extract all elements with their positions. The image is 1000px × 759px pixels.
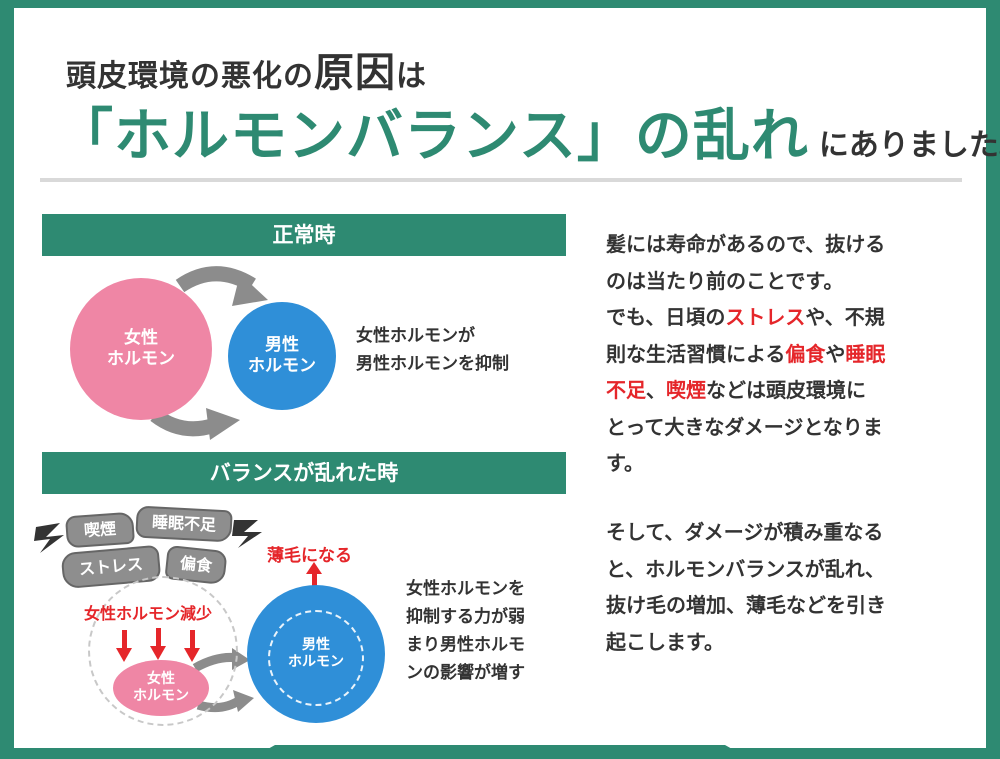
- up-arrow-head: [306, 562, 322, 574]
- headline-cause: 原因: [314, 50, 396, 96]
- explanation-line: 起こします。: [606, 629, 724, 654]
- text-segment: 、: [646, 378, 666, 402]
- headline-post: は: [396, 59, 427, 94]
- male-hormone-circle: 男性 ホルモン: [228, 302, 336, 410]
- bottom-pointer: [250, 745, 750, 759]
- upper-arrow-head: [232, 274, 268, 306]
- highlight-sleep: 睡眠: [845, 341, 886, 366]
- lower-arrow-head: [206, 408, 240, 440]
- lightning-icon: [34, 523, 64, 553]
- highlight-diet: 偏食: [785, 341, 826, 366]
- text-segment: でも、日頃の: [606, 305, 726, 329]
- highlight-lack: 不足: [606, 378, 646, 402]
- normal-section-title: 正常時: [42, 214, 566, 256]
- headline-line1: 頭皮環境の悪化の原因は: [66, 40, 427, 98]
- headline-highlight: 「ホルモンバランス」の乱れ: [56, 103, 809, 169]
- normal-description: 女性ホルモンが 男性ホルモンを抑制: [356, 322, 509, 378]
- female-hormone-circle: 女性 ホルモン: [70, 278, 212, 420]
- explanation-line: 抜け毛の増加、薄毛などを引き: [606, 593, 886, 617]
- female-small-label-1: 女性: [147, 670, 175, 687]
- highlight-smoking: 喫煙: [666, 378, 706, 402]
- decrease-label: 女性ホルモン減少: [84, 604, 213, 623]
- text-segment: 則な生活習慣による: [606, 341, 786, 366]
- explanation-line: のは当たり前のことです。: [606, 268, 844, 293]
- imbalance-description: 女性ホルモンを 抑制する力が弱 まり男性ホルモ ンの影響が増す: [406, 575, 525, 687]
- female-label-1: 女性: [124, 327, 158, 348]
- text-segment: などは頭皮環境に: [706, 378, 866, 402]
- text-segment: や、不規: [805, 305, 885, 329]
- imbalance-desc-line: 抑制する力が弱: [406, 607, 525, 627]
- explanation-line: す。: [606, 451, 644, 475]
- explanation-line: 髪には寿命があるので、抜ける: [606, 232, 886, 256]
- female-small-label-2: ホルモン: [133, 688, 189, 704]
- stress-stone-smoking: 喫煙: [64, 511, 136, 549]
- imbalance-desc-line: まり男性ホルモ: [406, 635, 525, 655]
- imbalance-desc-line: 女性ホルモンを: [406, 579, 525, 599]
- explanation-line: と、ホルモンバランスが乱れ、: [606, 556, 885, 581]
- explanation-line: そして、ダメージが積み重なる: [606, 520, 884, 544]
- headline-divider: [40, 178, 962, 182]
- headline-pre: 頭皮環境の悪化の: [66, 59, 314, 94]
- stress-stone-sleep: 睡眠不足: [135, 505, 233, 543]
- male-label-1: 男性: [265, 334, 299, 355]
- explanation-line: 則な生活習慣による偏食や睡眠: [606, 336, 956, 373]
- female-hormone-small: 女性 ホルモン: [113, 660, 209, 716]
- female-label-2: ホルモン: [107, 349, 175, 369]
- explanation-line: とって大きなダメージとなりま: [606, 414, 883, 439]
- gray-arrow-head: [233, 690, 254, 712]
- text-segment: や: [825, 341, 846, 366]
- highlight-stress: ストレス: [725, 305, 806, 329]
- normal-desc-line2: 男性ホルモンを抑制: [356, 354, 509, 374]
- headline-tail: にありました。: [818, 128, 1000, 163]
- explanation-line: 不足、喫煙などは頭皮環境に: [606, 372, 956, 409]
- normal-desc-line1: 女性ホルモンが: [356, 326, 475, 346]
- explanation-line: でも、日頃のストレスや、不規: [606, 299, 956, 336]
- imbalance-section-title: バランスが乱れた時: [42, 452, 566, 494]
- imbalance-desc-line: ンの影響が増す: [406, 663, 525, 683]
- male-original-ring: [268, 610, 364, 706]
- female-reduced-ring: [88, 576, 238, 726]
- male-label-2: ホルモン: [248, 356, 316, 376]
- lightning-icon: [232, 520, 262, 548]
- thinning-label: 薄毛になる: [267, 546, 352, 566]
- up-arrow-shaft: [312, 572, 317, 586]
- explanation-paragraph-2: そして、ダメージが積み重なる と、ホルモンバランスが乱れ、 抜け毛の増加、薄毛な…: [606, 514, 956, 660]
- explanation-paragraph-1: 髪には寿命があるので、抜ける のは当たり前のことです。 でも、日頃のストレスや、…: [606, 226, 956, 482]
